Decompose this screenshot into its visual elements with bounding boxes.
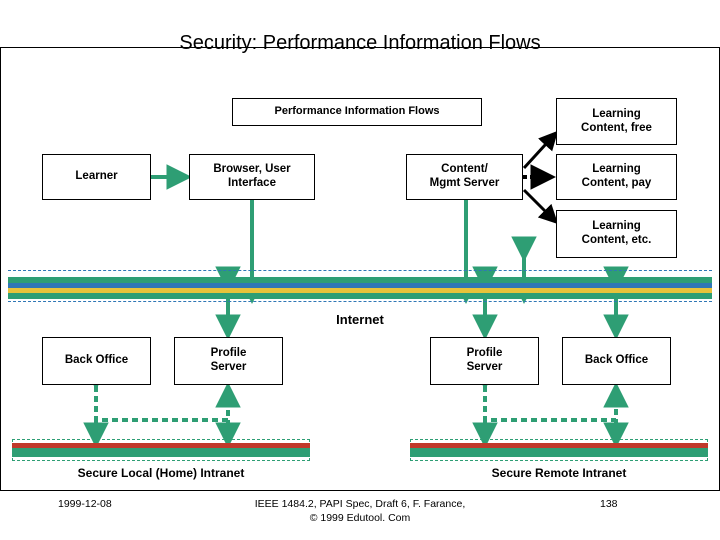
node-learner-label: Learner bbox=[75, 170, 118, 183]
internet-label: Internet bbox=[336, 312, 384, 327]
node-profile-server-right[interactable]: Profile Server bbox=[430, 337, 539, 385]
node-profile-server-left[interactable]: Profile Server bbox=[174, 337, 283, 385]
node-learning-content-free-label: Learning Content, free bbox=[581, 107, 652, 134]
node-browser[interactable]: Browser, User Interface bbox=[189, 154, 315, 200]
node-learner[interactable]: Learner bbox=[42, 154, 151, 200]
internet-band bbox=[8, 270, 712, 302]
page-title: Security: Performance Information Flows bbox=[179, 32, 541, 54]
node-back-office-right[interactable]: Back Office bbox=[562, 337, 671, 385]
frame-top-line bbox=[0, 47, 720, 48]
secure-local-band-green bbox=[12, 448, 310, 457]
secure-local-band-red bbox=[12, 443, 310, 448]
internet-band-blue bbox=[8, 283, 712, 288]
footer-center-line2: © 1999 Edutool. Com bbox=[309, 512, 411, 524]
node-learning-content-pay-label: Learning Content, pay bbox=[581, 163, 652, 189]
node-profile-server-right-label: Profile Server bbox=[466, 347, 503, 373]
internet-band-green-top bbox=[8, 277, 712, 283]
node-learning-content-etc-label: Learning Content, etc. bbox=[581, 220, 652, 246]
node-back-office-left[interactable]: Back Office bbox=[42, 337, 151, 385]
secure-local-label: Secure Local (Home) Intranet bbox=[77, 466, 245, 480]
flow-label-text: Performance Information Flows bbox=[274, 105, 440, 118]
secure-remote-label: Secure Remote Intranet bbox=[491, 466, 627, 480]
node-back-office-right-label: Back Office bbox=[584, 354, 649, 367]
frame-left-line bbox=[0, 47, 1, 491]
internet-band-green-bottom bbox=[8, 293, 712, 299]
secure-remote-band-green bbox=[410, 448, 708, 457]
flow-label-box: Performance Information Flows bbox=[232, 98, 482, 126]
node-browser-label: Browser, User Interface bbox=[213, 163, 291, 189]
node-content-mgmt-server-label: Content/ Mgmt Server bbox=[429, 163, 500, 189]
internet-band-yellow bbox=[8, 288, 712, 293]
footer-date: 1999-12-08 bbox=[58, 498, 112, 510]
node-learning-content-free[interactable]: Learning Content, free bbox=[556, 98, 677, 145]
secure-remote-band-red bbox=[410, 443, 708, 448]
node-learning-content-etc[interactable]: Learning Content, etc. bbox=[556, 210, 677, 258]
node-learning-content-pay[interactable]: Learning Content, pay bbox=[556, 154, 677, 200]
node-back-office-left-label: Back Office bbox=[64, 354, 129, 367]
footer-page-number: 138 bbox=[600, 498, 618, 510]
node-content-mgmt-server[interactable]: Content/ Mgmt Server bbox=[406, 154, 523, 200]
frame-bottom-line bbox=[0, 490, 720, 491]
footer-center-line1: IEEE 1484.2, PAPI Spec, Draft 6, F. Fara… bbox=[254, 498, 466, 510]
node-profile-server-left-label: Profile Server bbox=[210, 347, 247, 373]
